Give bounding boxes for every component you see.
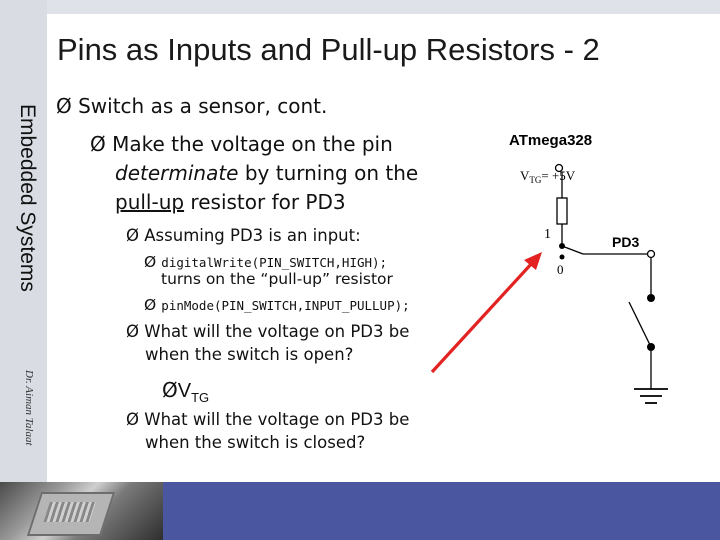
switch-node-low <box>559 254 565 260</box>
node-low-label: 0 <box>557 262 564 277</box>
bullet-arrow-icon: Ø <box>162 378 178 402</box>
bullet-5: Ø pinMode(PIN_SWITCH,INPUT_PULLUP); <box>144 295 410 314</box>
pd3-label: PD3 <box>612 234 639 250</box>
supply-sub: TG <box>529 175 541 185</box>
selector-arm <box>561 245 584 255</box>
switch-node-high <box>559 243 565 249</box>
supply-value: = +5V <box>541 168 575 183</box>
bullet-2-text-c: resistor for PD3 <box>184 190 346 214</box>
bullet-6-text-a: What will the voltage on PD3 be <box>144 322 410 341</box>
bullet-2-underline: pull-up <box>115 190 185 214</box>
supply-v: V <box>520 168 530 183</box>
pointer-arrowhead-icon <box>524 252 542 270</box>
chip-label: ATmega328 <box>509 132 592 149</box>
footer-bar <box>163 482 720 540</box>
pd3-terminal <box>646 249 656 259</box>
bullet-arrow-icon: Ø <box>144 296 157 314</box>
bullet-arrow-icon: Ø <box>56 94 72 118</box>
switch-contact-bottom <box>647 343 655 351</box>
switch-lever <box>628 301 652 348</box>
bullet-4-code: digitalWrite(PIN_SWITCH,HIGH); <box>161 255 388 270</box>
author-name: Dr. Aiman Talaat <box>23 370 35 446</box>
pullup-resistor <box>556 197 568 225</box>
bullet-1: Ø Switch as a sensor, cont. <box>56 94 327 118</box>
bullet-3-text: Assuming PD3 is an input: <box>144 226 361 245</box>
bullet-8: Ø What will the voltage on PD3 be when t… <box>126 408 409 454</box>
bullet-2-emphasis: determinate <box>115 161 239 185</box>
left-band <box>0 0 47 540</box>
footer-chip-image <box>0 482 163 540</box>
supply-label: VTG= +5V <box>520 168 576 185</box>
bullet-6-text-b: when the switch is open? <box>145 345 354 364</box>
bullet-7-v: V <box>177 380 192 402</box>
bullet-5-code: pinMode(PIN_SWITCH,INPUT_PULLUP); <box>161 298 410 313</box>
bullet-arrow-icon: Ø <box>126 410 139 429</box>
bullet-2-text-b: by turning on the <box>238 161 419 185</box>
bullet-arrow-icon: Ø <box>126 322 139 341</box>
bullet-4-text: turns on the “pull-up” resistor <box>161 270 393 288</box>
bullet-4: Ø digitalWrite(PIN_SWITCH,HIGH); <box>144 252 387 271</box>
bullet-8-text-b: when the switch is closed? <box>145 433 366 452</box>
bullet-6: Ø What will the voltage on PD3 be when t… <box>126 320 409 366</box>
bullet-7: ØVTG <box>162 378 209 405</box>
course-title: Embedded Systems <box>16 104 39 292</box>
slide-title: Pins as Inputs and Pull-up Resistors - 2 <box>57 32 600 67</box>
switch-contact-top <box>647 294 655 302</box>
bullet-8-text-a: What will the voltage on PD3 be <box>144 410 410 429</box>
bullet-arrow-icon: Ø <box>144 253 157 271</box>
node-high-label: 1 <box>544 227 551 242</box>
bullet-arrow-icon: Ø <box>126 226 139 245</box>
bullet-2: Ø Make the voltage on the pin determinat… <box>90 130 418 217</box>
chip-graphic <box>26 492 116 536</box>
bullet-1-text: Switch as a sensor, cont. <box>78 94 328 118</box>
bullet-7-sub: TG <box>191 390 210 405</box>
bullet-3: Ø Assuming PD3 is an input: <box>126 224 361 247</box>
pointer-arrow-icon <box>430 260 535 374</box>
top-strip <box>0 0 720 14</box>
supply-terminal <box>554 163 564 173</box>
bullet-2-text-a: Make the voltage on the pin <box>112 132 393 156</box>
bullet-arrow-icon: Ø <box>90 132 106 156</box>
